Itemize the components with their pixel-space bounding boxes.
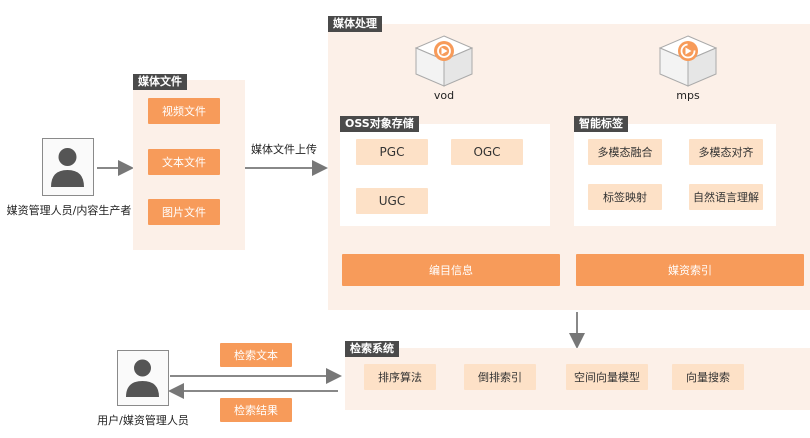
ranking-algorithm-box: 排序算法 xyxy=(364,364,436,390)
multimodal-fusion-box: 多模态融合 xyxy=(588,139,662,165)
search-result-box: 检索结果 xyxy=(220,398,292,422)
vector-search-box: 向量搜索 xyxy=(672,364,744,390)
media-processing-title: 媒体处理 xyxy=(328,16,382,32)
person-icon xyxy=(126,359,159,397)
image-file-box: 图片文件 xyxy=(148,199,220,225)
producer-label: 媒资管理人员/内容生产者 xyxy=(6,204,132,217)
pgc-box: PGC xyxy=(356,139,428,165)
user-avatar xyxy=(117,350,169,406)
tag-mapping-box: 标签映射 xyxy=(588,184,662,210)
media-files-title: 媒体文件 xyxy=(133,74,187,90)
catalog-info-bar: 编目信息 xyxy=(342,254,560,286)
search-system-title: 检索系统 xyxy=(345,341,399,357)
inverted-index-box: 倒排索引 xyxy=(464,364,536,390)
vod-cube-icon xyxy=(414,34,474,88)
mps-label: mps xyxy=(676,89,700,102)
multimodal-alignment-box: 多模态对齐 xyxy=(689,139,763,165)
search-text-box: 检索文本 xyxy=(220,343,292,367)
vod-label: vod xyxy=(433,89,455,102)
media-index-bar: 媒资索引 xyxy=(576,254,804,286)
vector-space-model-box: 空间向量模型 xyxy=(566,364,648,390)
producer-avatar xyxy=(42,138,94,196)
smart-tags-title: 智能标签 xyxy=(574,116,628,132)
mps-cube-icon xyxy=(658,34,718,88)
text-file-box: 文本文件 xyxy=(148,149,220,175)
person-icon xyxy=(51,148,84,187)
oss-title: OSS对象存储 xyxy=(340,116,419,132)
ugc-box: UGC xyxy=(356,188,428,214)
user-label: 用户/媒资管理人员 xyxy=(97,414,189,427)
nlu-box: 自然语言理解 xyxy=(689,184,763,210)
video-file-box: 视频文件 xyxy=(148,98,220,124)
ogc-box: OGC xyxy=(451,139,523,165)
upload-label: 媒体文件上传 xyxy=(251,143,317,156)
